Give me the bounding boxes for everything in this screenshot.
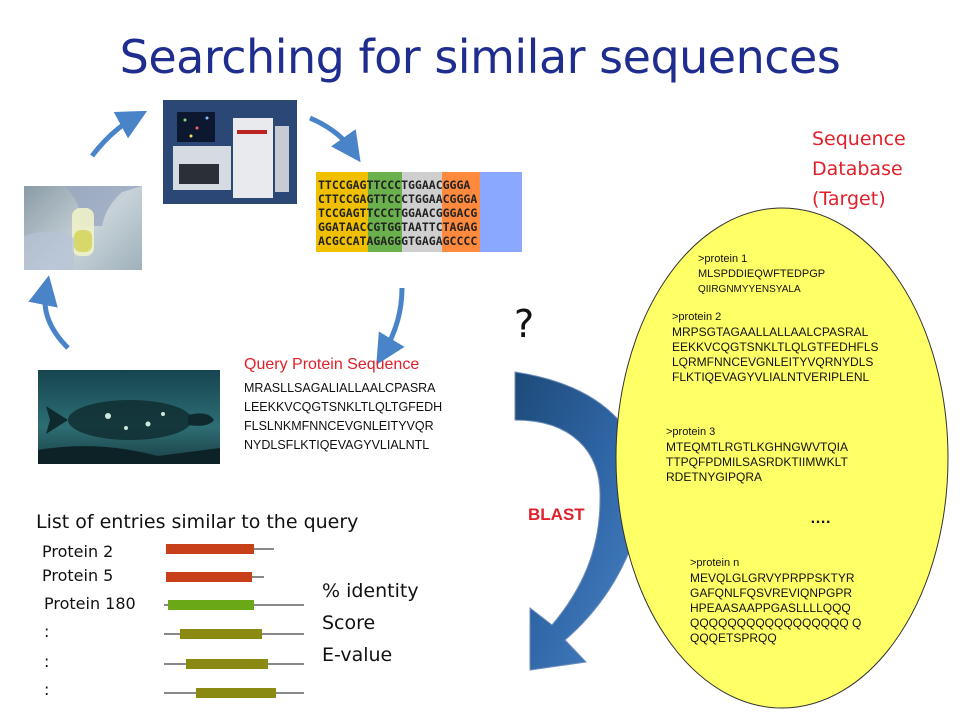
protein-line: MLSPDDIEQWFTEDPGP	[698, 268, 826, 280]
database-title: Sequence Database (Target)	[812, 124, 906, 214]
protein-line: >protein 3	[666, 426, 716, 438]
result-entry: Protein 2	[42, 542, 114, 561]
result-entry: Protein 5	[42, 566, 114, 585]
query-sequence-line: NYDLSFLKTIQEVAGYVLIALNTL	[244, 438, 430, 452]
protein-line: RDETNYGIPQRA	[666, 470, 763, 484]
database-ellipse	[615, 207, 949, 709]
coelacanth-fish-photo	[38, 370, 220, 464]
alignment-bar-red	[166, 544, 254, 554]
metric-label: Score	[322, 612, 376, 634]
query-heading: Query Protein Sequence	[244, 356, 420, 373]
dna-rows: TTCCGAGTTCCCTGGAACGGGA CTTCCGAGTTCCCTGGA…	[318, 178, 477, 248]
protein-line: EEKKVCQGTSNKLTLQLGTFEDHFLS	[672, 340, 879, 354]
dna-row: CTTCCGAGTTCCCTGGAACGGGA	[318, 192, 478, 206]
query-sequence: MRASLLSAGALIALLAALCPASRA LEEKKVCQGTSNKLT…	[244, 379, 442, 455]
dna-row: TCCGAGTTCCCTGGAACGGGACG	[318, 206, 478, 220]
protein-line: HPEAASAAPPGASLLLLQQQ	[690, 601, 851, 615]
protein-line: GAFQNLFQSVREVIQNPGPR	[690, 586, 853, 600]
cycle-arrow-down	[376, 287, 405, 365]
database-title-line: (Target)	[812, 188, 886, 210]
result-entry: Protein 180	[44, 594, 136, 613]
question-mark: ?	[514, 302, 535, 346]
database-title-line: Database	[812, 158, 903, 180]
metric-label: E-value	[322, 644, 393, 666]
cycle-arrow-top-left	[90, 110, 148, 158]
database-ellipsis: ….	[810, 510, 831, 527]
query-sequence-line: FLSLNKMFNNCEVGNLEITYVQR	[244, 419, 434, 433]
result-entry: :	[44, 622, 50, 641]
sample-tube-photo	[24, 186, 142, 270]
database-protein-2: >protein 2 MRPSGTAGAALLALLAALCPASRAL EEK…	[672, 310, 879, 385]
alignment-bars	[164, 544, 304, 698]
alignment-bar-olive	[196, 688, 276, 698]
protein-line: >protein 2	[672, 311, 722, 323]
cycle-arrow-up-left	[28, 275, 70, 350]
blast-label: BLAST	[528, 505, 585, 524]
result-entry: :	[44, 680, 50, 699]
protein-line: QQQQQQQQQQQQQQQQQ Q	[690, 616, 862, 630]
protein-line: FLKTIQEVAGYVLIALNTVERIPLENL	[672, 370, 870, 384]
dna-row: ACGCCATAGAGGGTGAGAGCCCC	[318, 234, 478, 248]
dna-chromatogram-image: TTCCGAGTTCCCTGGAACGGGA CTTCCGAGTTCCCTGGA…	[316, 172, 522, 252]
protein-line: QQQETSPRQQ	[690, 631, 777, 645]
protein-line: MRPSGTAGAALLALLAALCPASRAL	[672, 325, 869, 339]
protein-line: LQRMFNNCEVGNLEITYVQRNYDLS	[672, 355, 874, 369]
protein-line: >protein 1	[698, 253, 748, 265]
sequencer-machine-photo	[163, 100, 297, 204]
page-title: Searching for similar sequences	[119, 30, 841, 84]
metrics-list: % identity Score E-value	[322, 575, 419, 671]
alignment-bar-olive	[180, 629, 262, 639]
dna-row: TTCCGAGTTCCCTGGAACGGGA	[318, 178, 471, 192]
protein-line: TTPQFPDMILSASRDKTIIMWKLT	[666, 455, 848, 469]
protein-line: QIIRGNMYYENSYALA	[698, 284, 801, 295]
database-protein-n: >protein n MEVQLGLGRVYPRPPSKTYR GAFQNLFQ…	[690, 556, 861, 646]
metric-label: % identity	[322, 580, 419, 602]
database-title-line: Sequence	[812, 128, 906, 150]
result-entry: :	[44, 652, 50, 671]
database-protein-1: >protein 1 MLSPDDIEQWFTEDPGP QIIRGNMYYEN…	[698, 252, 825, 297]
query-sequence-line: MRASLLSAGALIALLAALCPASRA	[244, 381, 436, 395]
dna-row: GGATAACCGTGGTAATTCTAGAG	[318, 220, 478, 234]
results-heading: List of entries similar to the query	[36, 511, 359, 533]
protein-line: MEVQLGLGRVYPRPPSKTYR	[690, 571, 855, 585]
alignment-bar-olive	[186, 659, 268, 669]
alignment-bar-red	[166, 572, 252, 582]
protein-line: >protein n	[690, 557, 740, 569]
alignment-bar-green	[168, 600, 254, 610]
database-protein-3: >protein 3 MTEQMTLRGTLKGHNGWVTQIA TTPQFP…	[666, 425, 848, 485]
query-sequence-line: LEEKKVCQGTSNKLTLQLTGFEDH	[244, 400, 443, 414]
cycle-arrow-top-right	[309, 115, 361, 163]
dna-color-blocks	[316, 172, 522, 252]
protein-line: MTEQMTLRGTLKGHNGWVTQIA	[666, 440, 849, 454]
